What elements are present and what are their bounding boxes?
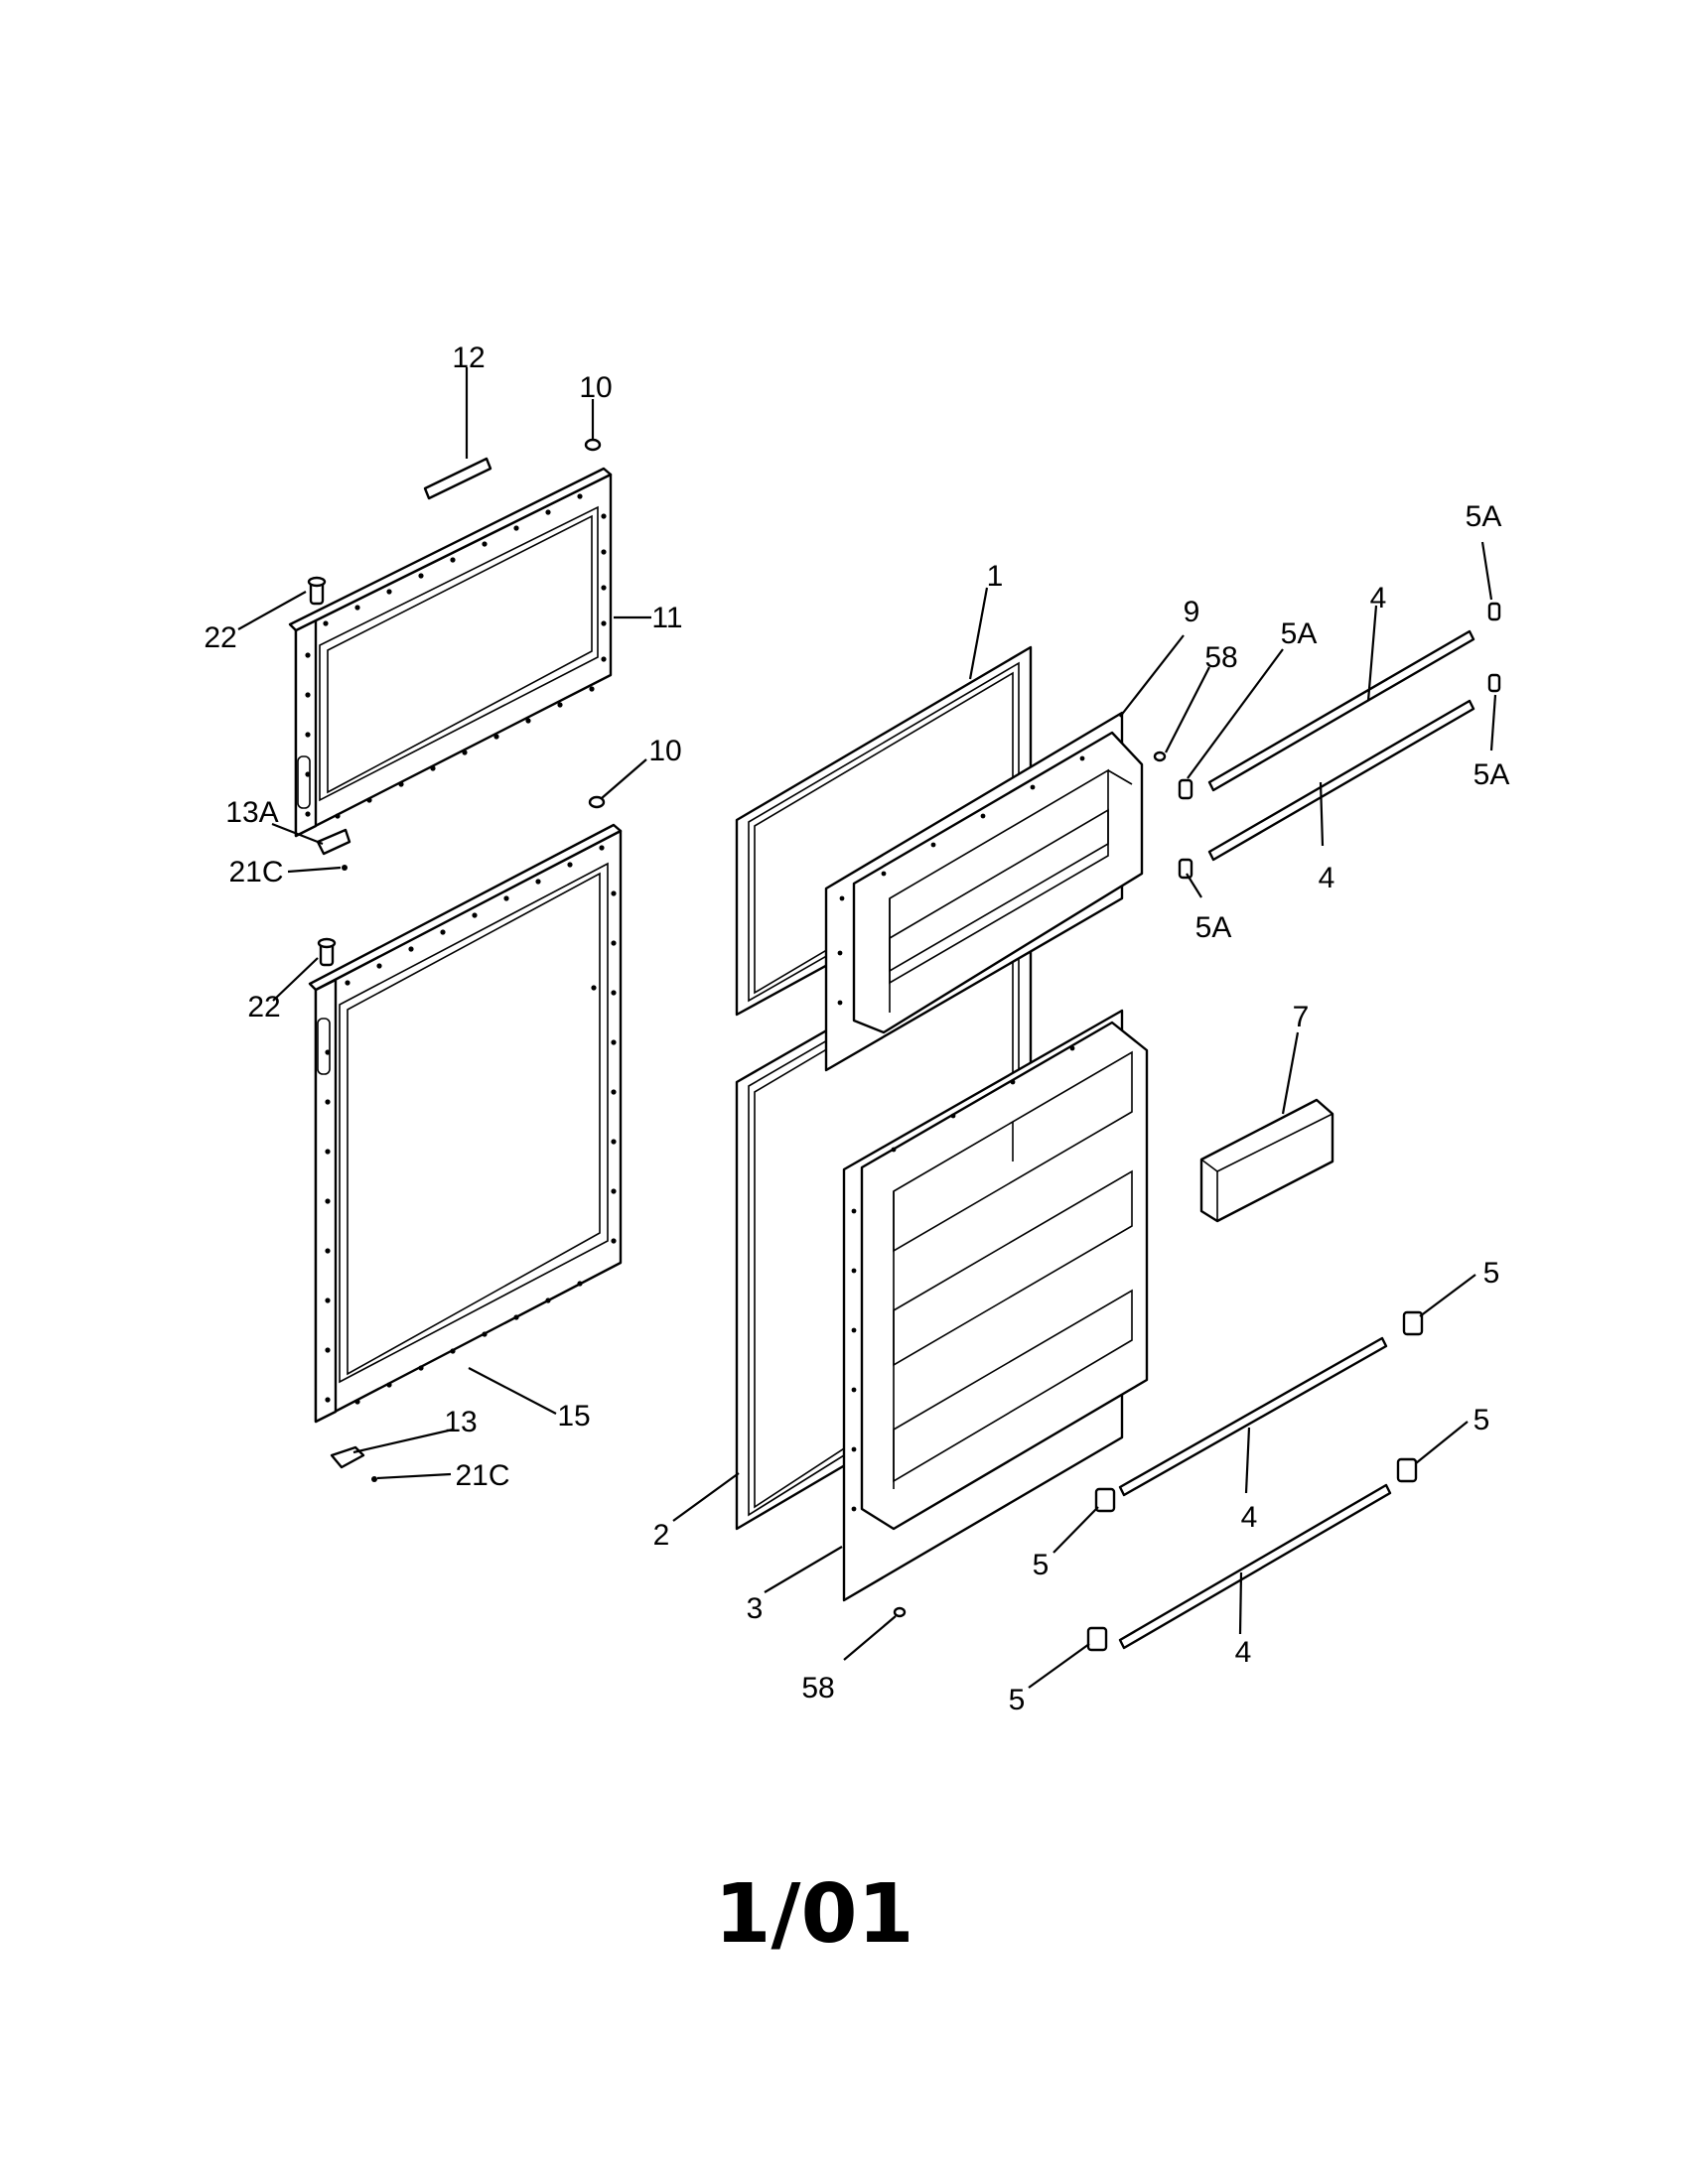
shelf-bar-icon <box>1118 1336 1388 1497</box>
callout-5a-a: 5A <box>1281 617 1318 650</box>
freezer-door-screw-holes <box>305 493 607 819</box>
callout-4-c: 4 <box>1241 1501 1258 1534</box>
shelf-end-cap-icon <box>1094 1487 1116 1513</box>
callout-58-bot: 58 <box>801 1672 834 1705</box>
callout-21c-bot: 21C <box>455 1459 509 1492</box>
callout-11: 11 <box>651 602 682 634</box>
fresh-food-door-panel <box>308 823 623 1424</box>
freezer-door-panel <box>288 467 613 838</box>
callout-4-d: 4 <box>1235 1636 1252 1669</box>
callout-4-b: 4 <box>1319 862 1335 894</box>
shelf-bar-icon <box>1207 629 1475 792</box>
shelf-bar-icon <box>1118 1483 1392 1650</box>
fresh-food-handle-slot <box>317 1018 331 1075</box>
nameplate-icon <box>423 457 492 500</box>
callout-5-c: 5 <box>1033 1549 1050 1581</box>
callout-1: 1 <box>987 560 1004 593</box>
shelf-end-cap-icon <box>1178 858 1193 880</box>
callout-21c-top: 21C <box>228 856 283 888</box>
shelf-end-cap-icon <box>1487 673 1501 693</box>
page-code: 1/01 <box>714 1867 913 1962</box>
callout-4-a: 4 <box>1370 582 1387 614</box>
freezer-door-liner <box>824 711 1144 1072</box>
leader-lines <box>237 367 1497 1689</box>
callout-5-a: 5 <box>1483 1257 1500 1290</box>
dairy-door-icon <box>1199 1098 1334 1223</box>
callout-10-top: 10 <box>579 371 612 404</box>
callout-5-b: 5 <box>1474 1404 1490 1436</box>
hinge-icon <box>316 828 351 871</box>
callout-22-mid: 22 <box>247 991 280 1024</box>
callout-7: 7 <box>1293 1001 1310 1033</box>
freezer-handle-slot <box>297 755 311 809</box>
callout-5a-c: 5A <box>1474 758 1510 791</box>
callout-13a: 13A <box>225 796 278 829</box>
shelf-end-cap-icon <box>1402 1310 1424 1336</box>
plug-icon <box>307 576 327 606</box>
shelf-end-cap-icon <box>1086 1626 1108 1652</box>
screw-icon <box>893 1606 907 1618</box>
fresh-food-door-liner <box>842 1009 1149 1602</box>
callout-58-top: 58 <box>1204 641 1237 674</box>
callout-12: 12 <box>452 341 485 374</box>
plug-icon <box>588 795 606 809</box>
callout-5-d: 5 <box>1009 1684 1026 1716</box>
fresh-food-door-screw-holes <box>325 845 617 1405</box>
shelf-end-cap-icon <box>1178 778 1193 800</box>
plug-icon <box>584 438 602 452</box>
plug-icon <box>317 937 337 967</box>
shelf-end-cap-icon <box>1487 602 1501 621</box>
shelf-bar-icon <box>1207 699 1475 862</box>
callout-10-mid: 10 <box>648 735 681 767</box>
callout-3: 3 <box>747 1592 764 1625</box>
callout-2: 2 <box>653 1519 670 1552</box>
callout-5a-d: 5A <box>1195 911 1232 944</box>
screw-icon <box>1153 751 1167 762</box>
callout-13: 13 <box>444 1406 477 1438</box>
shelf-end-cap-icon <box>1396 1457 1418 1483</box>
callout-22-top: 22 <box>204 621 236 654</box>
callout-5a-b: 5A <box>1466 500 1502 533</box>
callout-9: 9 <box>1184 596 1200 628</box>
callout-15: 15 <box>557 1400 590 1433</box>
